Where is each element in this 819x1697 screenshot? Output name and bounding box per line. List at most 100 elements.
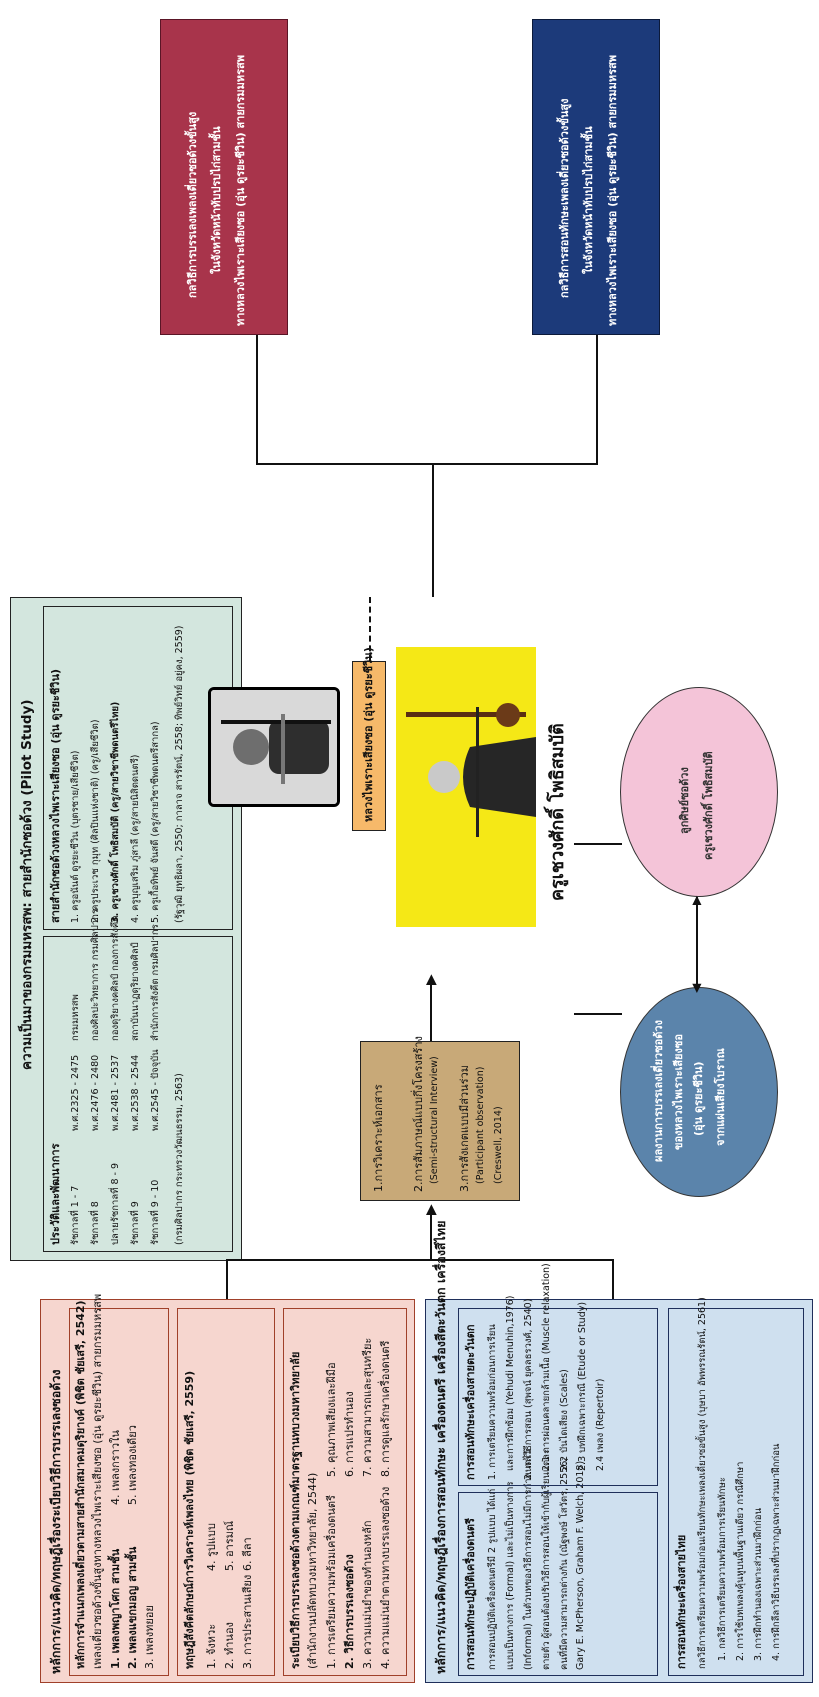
circle-line: ผลงานการบรรเลงเดี่ยวซอด้วง bbox=[652, 1020, 665, 1162]
paragraph-line: การสอนปฏิบัติเครื่องดนตรีมี 2 รูปแบบ ได้… bbox=[487, 1488, 498, 1670]
left-bottom-panel: หลักการ/แนวคิด/ทฤษฎีเรื่องการสอนทักษะ เค… bbox=[425, 1221, 813, 1683]
paragraph-line: 3. การฝึกทำนองเฉพาะส่วนมาฝึกก่อน bbox=[753, 1508, 764, 1661]
method-item: 2.การสัมภาษณ์แบบกึ่งโครงสร้าง bbox=[412, 1036, 425, 1192]
circle-line: ครูเชวงศักดิ์ โพธิสมบัติ bbox=[702, 751, 715, 860]
circle-line: ของหลวงไพเราะเสียงซอ bbox=[672, 1034, 685, 1150]
master-name-text: หลวงไพเราะเสียงซอ (อุ่น ดูรยะชีวิน) bbox=[362, 647, 375, 822]
history-org: กรมมหรสพ bbox=[70, 994, 81, 1041]
paragraph-line: 2.4 เพลง (Repertoir) bbox=[595, 1378, 606, 1471]
history-source: (กรมศิลปากร กระทรวงวัฒนธรรม, 2563) bbox=[174, 1073, 185, 1245]
list-item: 4. เพลงกราวใน bbox=[109, 1430, 122, 1505]
method-item-en: (Semi-structural Interview) bbox=[429, 1056, 440, 1184]
master-portrait-image bbox=[211, 690, 337, 804]
history-years: พ.ศ.2481 - 2537 bbox=[110, 1054, 121, 1131]
result-line: ในจังหวัดหน้าทับปรบไก่สามชั้น bbox=[210, 126, 223, 274]
connector-line bbox=[430, 1213, 432, 1261]
list-item: 7. ความสามารถและสุนทรียะ bbox=[361, 1337, 374, 1477]
master-photo bbox=[208, 687, 340, 807]
connector-line bbox=[226, 1259, 614, 1261]
section-heading: ระเบียบวิธีการบรรเลงซอด้วงตามเกณฑ์มาตรฐา… bbox=[289, 1351, 302, 1669]
paragraph-line: และการฝึกซ้อม (Yehudi Menuhin,1976) bbox=[505, 1295, 516, 1471]
result-line: กลวิธีการสอนทักษะเพลงเดี่ยวซอด้วงขั้นสูง bbox=[558, 98, 571, 298]
paragraph-line: แบบเป็นทางการ (Formal) และไม่เป็นทางการ bbox=[505, 1481, 516, 1670]
paragraph-line: คนที่มีความสามารถต่างกัน (ณัฐพงษ์ โสวัตร… bbox=[559, 1457, 570, 1670]
connector-line bbox=[226, 1261, 228, 1299]
instrument-practice-section: การสอนทักษะปฏิบัติเครื่องดนตรี การสอนปฏิ… bbox=[458, 1449, 658, 1676]
history-section: ประวัติและพัฒนาการ รัชกาลที่ 1 - 7 พ.ศ.2… bbox=[43, 909, 233, 1252]
history-reign: รัชกาลที่ 1 - 7 bbox=[70, 1185, 81, 1245]
lineage-item: 3. ครูเชวงศักดิ์ โพธิสมบัติ (ครู/สายวิชา… bbox=[110, 701, 121, 923]
list-item: 3. เพลงทยอย bbox=[143, 1605, 156, 1669]
left-top-panel: หลักการ/แนวคิด/ทฤษฎีเรื่องระเบียบวิธีการ… bbox=[40, 1294, 415, 1683]
history-years: พ.ศ.2476 - 2480 bbox=[90, 1054, 101, 1131]
history-org: สำนักการสังคีต กรมศิลปากร bbox=[150, 924, 161, 1041]
list-item: 5. อารมณ์ bbox=[223, 1520, 236, 1571]
result-line: ทางหลวงไพเราะเสียงซอ (อุ่น ดูรยะชีวิน) ส… bbox=[606, 54, 619, 326]
lineage-item: 5. ครูเกื้อทิพย์ จันสดี (ครู/สายวิชาชีพด… bbox=[150, 721, 161, 923]
paragraph-line: 2.1 การผ่อนคลายกล้ามเนื้อ (Muscle relaxa… bbox=[541, 1263, 552, 1471]
connector-line bbox=[430, 979, 432, 1041]
list-item: 1. จังหวะ bbox=[205, 1623, 218, 1669]
arrow-head: ▶ bbox=[423, 1204, 439, 1215]
history-reign: รัชกาลที่ 8 bbox=[90, 1201, 101, 1245]
arrow-head: ▶ bbox=[689, 895, 703, 905]
section-subheading: (สำนักงานปลัดทบวงมหาวิทยาลัย, 2544) bbox=[306, 1472, 319, 1669]
paragraph-line: 4. การฝึกลีลาวิธีบรรเลงที่ปรากฏเฉพาะส่วน… bbox=[771, 1443, 782, 1661]
lineage-section: สายสำนักซอด้วงหลวงไพเราะเสียงซอ (อุ่น ดู… bbox=[43, 606, 233, 930]
form-analysis-section: ทฤษฎีสังคีตลักษณ์การวิเคราะห์เพลงไทย (พิ… bbox=[177, 1308, 275, 1676]
method-item-en: (Participant observation) bbox=[475, 1066, 486, 1184]
section-heading: หลักการจำแนกเพลงเดี่ยวตามสายสำนักสมาคมดุ… bbox=[74, 1300, 87, 1669]
principle-classification-section: หลักการจำแนกเพลงเดี่ยวตามสายสำนักสมาคมดุ… bbox=[69, 1294, 169, 1676]
history-years: พ.ศ.2325 - 2475 bbox=[70, 1054, 81, 1131]
list-item: 8. การดูแลรักษาเครื่องดนตรี bbox=[379, 1340, 392, 1477]
connector-line bbox=[432, 465, 434, 597]
history-reign: ปลายรัชกาลที่ 8 - 9 bbox=[110, 1162, 121, 1245]
paragraph-line: 2.3 บทฝึกเฉพาะกรณี (Etude or Study) bbox=[577, 1301, 588, 1471]
list-item: 3. ความแม่นยำของทำนองหลัก bbox=[361, 1520, 374, 1669]
lineage-source: (รัฐวุฒิ ยุทธิผลา, 2550; กาลาจ สารรัตน์,… bbox=[174, 625, 185, 923]
arrow-head: ◀ bbox=[689, 983, 703, 993]
section-heading: ประวัติและพัฒนาการ bbox=[49, 1143, 62, 1246]
method-item: 1.การวิเคราะห์เอกสาร bbox=[372, 1084, 385, 1192]
paragraph-line: 1. การเตรียมความพร้อมก่อนการเรียน bbox=[487, 1324, 498, 1480]
section-heading: การสอนทักษะเครื่องสายตะวันตก bbox=[464, 1324, 477, 1480]
western-strings-section: การสอนทักษะเครื่องสายตะวันตก 1. การเตรีย… bbox=[458, 1263, 658, 1486]
paragraph-line: 2. กลวิธีการสอน (สุพจน์ ยุคลธรวงศ์, 2540… bbox=[523, 1298, 534, 1480]
recordings-circle: ผลงานการบรรเลงเดี่ยวซอด้วง ของหลวงไพเราะ… bbox=[620, 987, 778, 1197]
list-item: 4. รูปแบบ bbox=[205, 1523, 218, 1571]
connector-line bbox=[256, 463, 598, 465]
history-reign: รัชกาลที่ 9 - 10 bbox=[150, 1179, 161, 1245]
list-item: 3. การประสานเสียง bbox=[241, 1574, 254, 1669]
section-heading: สายสำนักซอด้วงหลวงไพเราะเสียงซอ (อุ่น ดู… bbox=[49, 668, 62, 923]
teaching-technique-result: กลวิธีการสอนทักษะเพลงเดี่ยวซอด้วงขั้นสูง… bbox=[532, 19, 660, 335]
thai-strings-section: การสอนทักษะเครื่องสายไทย กลวิธีการเตรียม… bbox=[668, 1297, 804, 1676]
history-years: พ.ศ.2545 - ปัจจุบัน bbox=[150, 1049, 161, 1131]
connector-line bbox=[256, 335, 258, 465]
circle-line: จากแผ่นเสียงโบราณ bbox=[714, 1048, 727, 1146]
left-bottom-title: หลักการ/แนวคิด/ทฤษฎีเรื่องการสอนทักษะ เค… bbox=[433, 1220, 448, 1674]
teacher-photo bbox=[396, 647, 536, 927]
result-line: ในจังหวัดหน้าทับปรบไก่สามชั้น bbox=[582, 126, 595, 274]
paragraph-line: 2.2 บันไดเสียง (Scales) bbox=[559, 1369, 570, 1471]
double-arrow bbox=[574, 843, 622, 845]
university-standard-section: ระเบียบวิธีการบรรเลงซอด้วงตามเกณฑ์มาตรฐา… bbox=[283, 1308, 407, 1676]
list-item: 1. การเตรียมความพร้อมเครื่องดนตรี bbox=[325, 1495, 338, 1669]
connector-line bbox=[612, 1261, 614, 1299]
connector-line bbox=[596, 335, 598, 465]
teacher-name: ครูเชวงศักดิ์ โพธิสมบัติ bbox=[547, 723, 568, 901]
result-line: กลวิธีการบรรเลงเพลงเดี่ยวซอด้วงขั้นสูง bbox=[186, 111, 199, 298]
double-arrow bbox=[574, 1013, 622, 1015]
section-heading: การสอนทักษะเครื่องสายไทย bbox=[675, 1534, 688, 1669]
method-citation: (Creswell, 2014) bbox=[493, 1106, 504, 1184]
paragraph-line: 1. กลวิธีการเตรียมความพร้อมการเรียนทักษะ bbox=[717, 1477, 728, 1661]
arrow-head: ▶ bbox=[423, 974, 439, 985]
list-item: 6. ลีลา bbox=[241, 1537, 254, 1571]
history-reign: รัชกาลที่ 9 bbox=[130, 1201, 141, 1245]
circle-line: ลูกศิษย์ซอด้วง bbox=[678, 767, 691, 834]
paragraph-line: กลวิธีการเตรียมความพร้อมก่อนเรียนทักษะเพ… bbox=[697, 1297, 708, 1669]
dashed-connector bbox=[369, 597, 371, 661]
list-item: 6. การแปรทำนอง bbox=[343, 1391, 356, 1477]
list-item: 5. เพลงทองเดียว bbox=[126, 1425, 139, 1505]
section-intro: เพลงเดี่ยวซอด้วงขั้นสูงทางหลวงไพเราะเสีย… bbox=[91, 1293, 104, 1669]
